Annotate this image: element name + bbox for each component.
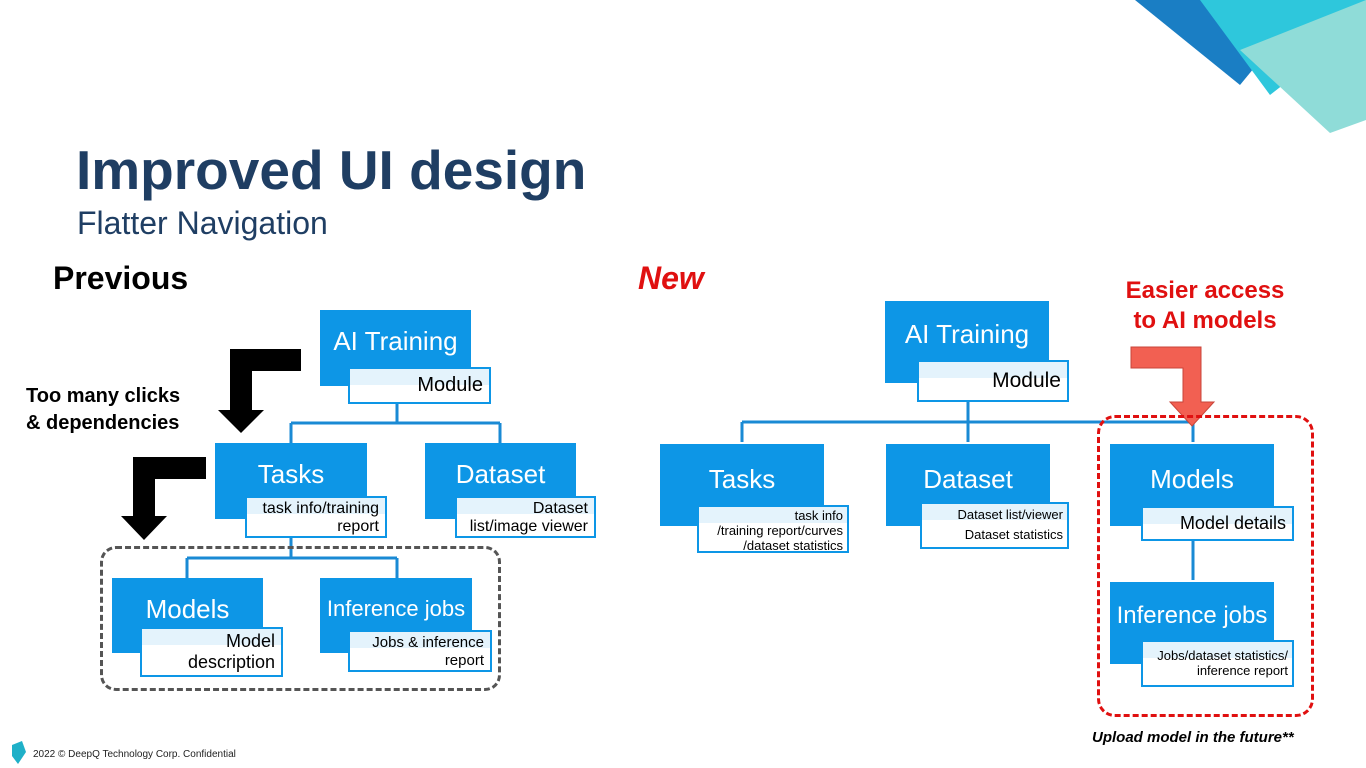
easier-access-callout: Easier access to AI models [1125, 277, 1285, 334]
new-ai-training-sub: Module [917, 360, 1069, 402]
upload-future-note: Upload model in the future** [1092, 729, 1294, 746]
new-inference-sub: Jobs/dataset statistics/ inference repor… [1141, 640, 1294, 687]
new-dataset-sub: Dataset list/viewer Dataset statistics [920, 502, 1069, 549]
too-many-clicks-note: Too many clicks & dependencies [26, 385, 181, 434]
prev-models-sub: Model description [140, 627, 283, 677]
new-models-highlight [1097, 415, 1314, 717]
prev-ai-training-sub: Module [348, 367, 491, 404]
previous-nested-region [100, 546, 501, 691]
prev-inference-sub: Jobs & inference report [348, 630, 492, 672]
new-heading: New [638, 260, 704, 296]
page-title: Improved UI design [76, 139, 587, 201]
previous-heading: Previous [53, 260, 189, 296]
new-tasks-sub: task info /training report/curves /datas… [697, 505, 849, 553]
prev-dataset-sub: Dataset list/image viewer [455, 496, 596, 538]
new-models-sub: Model details [1141, 506, 1294, 541]
footer-copyright: 2022 © DeepQ Technology Corp. Confidenti… [33, 749, 236, 760]
prev-tasks-sub: task info/training report [245, 496, 387, 538]
page-subtitle: Flatter Navigation [77, 205, 328, 241]
